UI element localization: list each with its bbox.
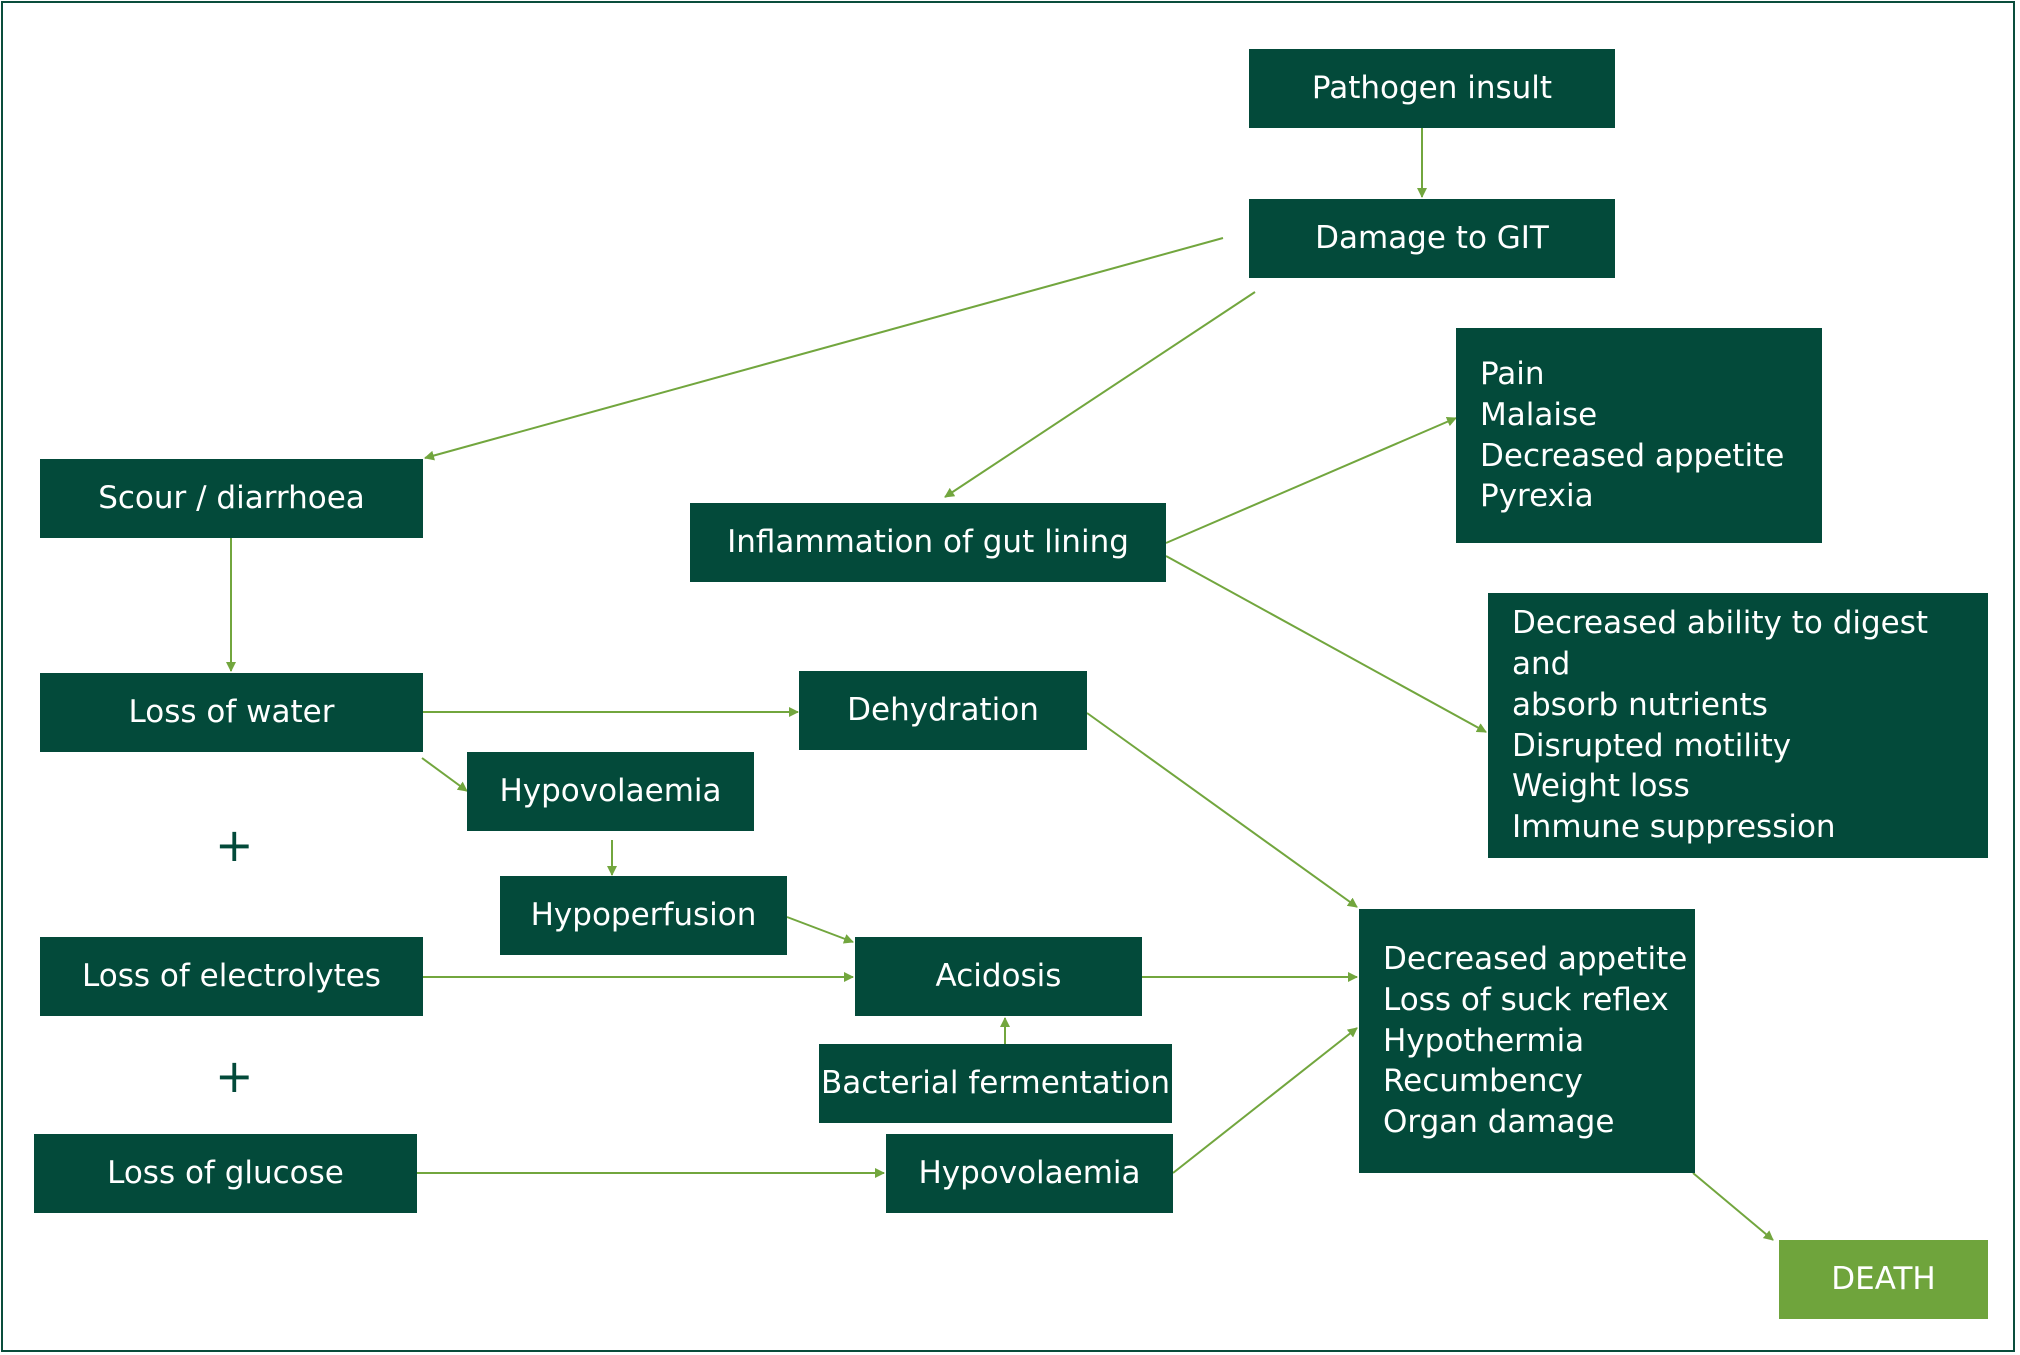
hypoperfusion-label: Hypoperfusion [530, 897, 757, 934]
gut-effect-item: Weight loss [1512, 768, 1690, 805]
bacterial-fermentation-label: Bacterial fermentation [821, 1065, 1170, 1102]
arrow-hypovolaemia-outcomes [1172, 1027, 1358, 1174]
plus-sign-lower: + [215, 1049, 254, 1103]
arrow-inflammation-signs1 [1165, 416, 1457, 544]
acidosis-box: Acidosis [855, 937, 1142, 1016]
death-box: DEATH [1779, 1240, 1988, 1319]
outcomes-box: Decreased appetite Loss of suck reflex H… [1359, 909, 1695, 1173]
damage-to-git-label: Damage to GIT [1315, 220, 1549, 257]
dehydration-box: Dehydration [799, 671, 1087, 750]
gut-effects-box: Decreased ability to digest and absorb n… [1488, 593, 1988, 858]
outcome-item: Loss of suck reflex [1383, 981, 1669, 1018]
inflammation-label: Inflammation of gut lining [727, 524, 1129, 561]
bacterial-fermentation-box: Bacterial fermentation [819, 1044, 1172, 1123]
arrow-water-hypovolaemia [421, 757, 468, 792]
scour-box: Scour / diarrhoea [40, 459, 423, 538]
damage-to-git-box: Damage to GIT [1249, 199, 1615, 278]
loss-of-water-label: Loss of water [128, 694, 335, 731]
gut-effect-item: Disrupted motility [1512, 727, 1792, 764]
arrow-dehydration-outcomes [1086, 712, 1358, 908]
hypoperfusion-box: Hypoperfusion [500, 876, 787, 955]
death-label: DEATH [1831, 1261, 1936, 1298]
outcome-item: Decreased appetite [1383, 940, 1688, 977]
inflammation-box: Inflammation of gut lining [690, 503, 1166, 582]
dehydration-label: Dehydration [847, 692, 1039, 729]
loss-of-glucose-label: Loss of glucose [107, 1155, 344, 1192]
pathogen-insult-box: Pathogen insult [1249, 49, 1615, 128]
loss-of-glucose-box: Loss of glucose [34, 1134, 417, 1213]
hypovolaemia-upper-box: Hypovolaemia [467, 752, 754, 831]
hypovolaemia-upper-label: Hypovolaemia [499, 773, 722, 810]
loss-of-electrolytes-box: Loss of electrolytes [40, 937, 423, 1016]
scour-label: Scour / diarrhoea [98, 480, 365, 517]
hypovolaemia-lower-label: Hypovolaemia [918, 1155, 1141, 1192]
plus-sign-upper: + [215, 818, 254, 872]
gut-effect-item: absorb nutrients [1512, 686, 1768, 723]
outcome-item: Hypothermia [1383, 1022, 1585, 1059]
hypovolaemia-lower-box: Hypovolaemia [886, 1134, 1173, 1213]
clinical-sign-item: Pain [1480, 355, 1545, 392]
arrow-inflammation-signs2 [1165, 555, 1487, 733]
pathogen-insult-label: Pathogen insult [1311, 70, 1553, 107]
clinical-sign-item: Decreased appetite [1480, 437, 1785, 474]
arrow-damage-scour [424, 237, 1224, 461]
clinical-signs-box: Pain Malaise Decreased appetite Pyrexia [1456, 328, 1822, 543]
arrow-outcomes-death [1692, 1172, 1774, 1241]
clinical-sign-item: Pyrexia [1480, 478, 1594, 515]
outcome-item: Recumbency [1383, 1063, 1583, 1100]
arrow-hypoperfusion-acidosis [786, 916, 854, 944]
outcome-item: Organ damage [1383, 1104, 1615, 1141]
gut-effect-item: Decreased ability to digest and [1512, 604, 1929, 682]
loss-of-water-box: Loss of water [40, 673, 423, 752]
clinical-sign-item: Malaise [1480, 396, 1598, 433]
gut-effect-item: Immune suppression [1512, 809, 1836, 846]
arrow-damage-inflammation [944, 291, 1256, 498]
acidosis-label: Acidosis [935, 958, 1062, 995]
loss-of-electrolytes-label: Loss of electrolytes [82, 958, 381, 995]
